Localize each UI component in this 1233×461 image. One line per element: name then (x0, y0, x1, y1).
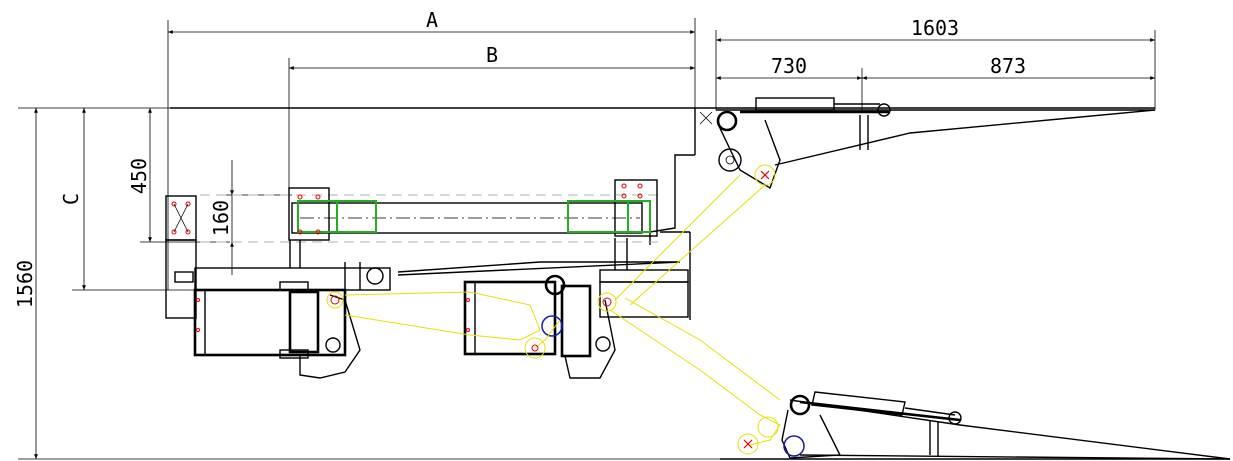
left-carriage-frame (174, 240, 391, 379)
centerlines (200, 194, 660, 243)
dimension-160-label: 160 (209, 200, 233, 236)
dimension-873-label: 873 (990, 54, 1026, 78)
middle-ramp (397, 261, 681, 276)
dimension-1560: 1560 (13, 107, 740, 460)
dimension-C-label: C (59, 193, 83, 205)
lower-pivot-circle (783, 435, 805, 457)
dimension-160: 160 (209, 160, 292, 275)
dimension-A: A (167, 8, 696, 290)
right-clamp (567, 179, 658, 237)
dimension-1560-label: 1560 (13, 260, 37, 308)
dimension-1603-label: 1603 (911, 16, 959, 40)
left-clamp (288, 187, 377, 241)
right-carriage-frame (463, 231, 691, 379)
lower-ramp (720, 391, 1231, 460)
dimension-730: 730 (716, 54, 863, 110)
upper-pivot-circle (718, 148, 742, 172)
construction-lines (344, 174, 781, 455)
dimension-A-label: A (426, 8, 438, 32)
dimension-B-label: B (486, 43, 498, 67)
upper-beam (291, 202, 643, 234)
dimension-C: C (59, 108, 195, 291)
top-deck-outline (170, 107, 1155, 245)
middle-pivot-circle (541, 315, 563, 337)
upper-ramp (716, 97, 1156, 190)
dimension-1603: 1603 (715, 16, 1156, 110)
dimension-730-label: 730 (771, 54, 807, 78)
dimension-B: B (288, 43, 695, 195)
dimension-873: 873 (862, 54, 1155, 80)
left-upright-bracket (165, 195, 197, 319)
dimension-450: 450 (127, 108, 230, 243)
dimension-450-label: 450 (127, 158, 151, 194)
